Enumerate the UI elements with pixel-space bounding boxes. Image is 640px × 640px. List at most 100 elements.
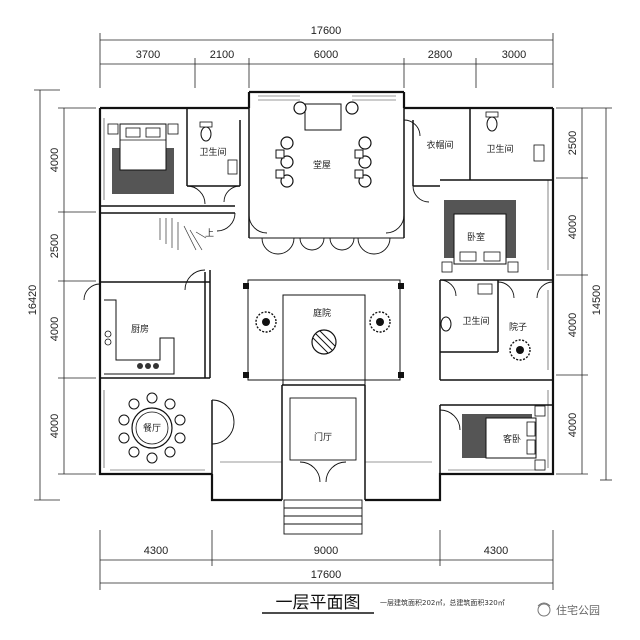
toilet-icon bbox=[200, 126, 212, 142]
top-dimension-1: 3700 bbox=[136, 49, 160, 61]
column bbox=[398, 283, 404, 289]
stove-icon bbox=[137, 363, 159, 369]
left-dimension-4: 4000 bbox=[49, 414, 61, 438]
top-dimension-5: 3000 bbox=[502, 49, 526, 61]
stair-up-label: 上 bbox=[205, 228, 214, 239]
bottom-dimension-1: 4300 bbox=[144, 545, 168, 557]
nightstand bbox=[441, 261, 453, 273]
door-swing bbox=[223, 185, 241, 203]
staircase bbox=[159, 218, 207, 251]
left-dimension-3: 4000 bbox=[49, 317, 61, 341]
toilet-icon bbox=[440, 316, 452, 332]
left-dimension-1: 4000 bbox=[49, 148, 61, 172]
top-total-dimension: 17600 bbox=[311, 25, 342, 37]
nightstand bbox=[534, 459, 546, 471]
hall-doors bbox=[248, 214, 405, 255]
room-label-toilet-left: 卫生间 bbox=[199, 146, 226, 158]
bottom-total-dimension: 17600 bbox=[311, 569, 342, 581]
dining-chairs bbox=[118, 392, 186, 464]
courtyard-center-disc bbox=[311, 329, 337, 355]
door-swing bbox=[497, 281, 515, 299]
right-dimension-3: 4000 bbox=[567, 313, 579, 337]
top-dimension-2: 2100 bbox=[210, 49, 234, 61]
door-swing bbox=[403, 119, 421, 137]
door-swing bbox=[184, 269, 206, 291]
window-marks bbox=[103, 95, 549, 471]
right-dimension-lines bbox=[556, 107, 612, 481]
door-swing bbox=[186, 185, 206, 205]
watermark-text: 住宅公园 bbox=[556, 603, 600, 617]
left-total-dimension: 16420 bbox=[27, 285, 39, 316]
right-dimension-1: 2500 bbox=[567, 131, 579, 155]
toilet-tank bbox=[199, 121, 213, 128]
watermark-logo-icon bbox=[537, 602, 551, 617]
tree-icon bbox=[509, 339, 531, 361]
door-swing bbox=[211, 399, 235, 423]
room-label-toilet-right-mid: 卫生间 bbox=[462, 315, 489, 327]
door-swing bbox=[439, 279, 457, 297]
plan-title: 一层平面图 bbox=[276, 593, 361, 613]
right-dimension-2: 4000 bbox=[567, 215, 579, 239]
entry-steps bbox=[283, 499, 363, 535]
column bbox=[243, 283, 249, 289]
top-dimension-lines bbox=[99, 33, 554, 88]
room-label-kitchen: 厨房 bbox=[131, 323, 149, 335]
door-swing bbox=[439, 409, 461, 431]
washbasin bbox=[477, 283, 493, 295]
room-label-main-hall: 堂屋 bbox=[313, 159, 331, 171]
column bbox=[398, 372, 404, 378]
washbasin bbox=[227, 159, 238, 175]
interior-walls bbox=[100, 108, 553, 500]
nightstand bbox=[534, 405, 546, 417]
hall-side-tables bbox=[275, 149, 364, 179]
left-dimension-lines bbox=[34, 89, 96, 501]
door-swing bbox=[83, 283, 101, 301]
right-dimension-4: 4000 bbox=[567, 413, 579, 437]
pillow bbox=[145, 127, 161, 138]
door-swing bbox=[412, 185, 430, 203]
nightstand bbox=[107, 123, 119, 135]
room-label-courtyard: 庭院 bbox=[313, 307, 331, 319]
bottom-dimension-2: 9000 bbox=[314, 545, 338, 557]
bottom-dimension-lines bbox=[99, 530, 554, 590]
room-label-bedroom: 卧室 bbox=[467, 231, 485, 243]
door-swing bbox=[211, 421, 235, 445]
toilet-tank bbox=[485, 111, 499, 118]
dining-table bbox=[131, 407, 173, 449]
tree-icon bbox=[255, 311, 277, 333]
pillow bbox=[125, 127, 141, 138]
pillow bbox=[526, 421, 536, 437]
tree-icon bbox=[369, 311, 391, 333]
area-note: 一层建筑面积202㎡，总建筑面积320㎡ bbox=[380, 598, 505, 607]
sink-icon bbox=[104, 338, 112, 346]
door-swing bbox=[536, 281, 554, 299]
toilet-icon bbox=[486, 116, 498, 132]
bottom-dimension-3: 4300 bbox=[484, 545, 508, 557]
washbasin bbox=[533, 144, 545, 162]
kitchen-counter bbox=[104, 299, 175, 375]
door-swing bbox=[216, 212, 236, 232]
sink-icon bbox=[104, 330, 112, 338]
pillow bbox=[483, 251, 501, 262]
hall-chairs bbox=[280, 101, 372, 188]
room-label-guest-bedroom: 客卧 bbox=[503, 433, 521, 445]
left-dimension-2: 2500 bbox=[49, 234, 61, 258]
door-swing bbox=[299, 461, 321, 483]
room-label-yard: 院子 bbox=[509, 321, 527, 333]
entry-hall-area bbox=[289, 397, 357, 461]
door-swing bbox=[325, 461, 347, 483]
room-label-closet: 衣帽间 bbox=[426, 139, 453, 151]
courtyard-area bbox=[247, 279, 401, 386]
column bbox=[243, 372, 249, 378]
nightstand bbox=[167, 123, 179, 135]
room-label-dining: 餐厅 bbox=[143, 422, 161, 434]
pillow bbox=[526, 439, 536, 455]
hall-altar-table bbox=[304, 103, 342, 131]
top-dimension-3: 6000 bbox=[314, 49, 338, 61]
nightstand bbox=[507, 261, 519, 273]
room-label-entry-hall: 门厅 bbox=[314, 431, 332, 443]
right-total-dimension: 14500 bbox=[591, 285, 603, 316]
pillow bbox=[459, 251, 477, 262]
top-dimension-4: 2800 bbox=[428, 49, 452, 61]
